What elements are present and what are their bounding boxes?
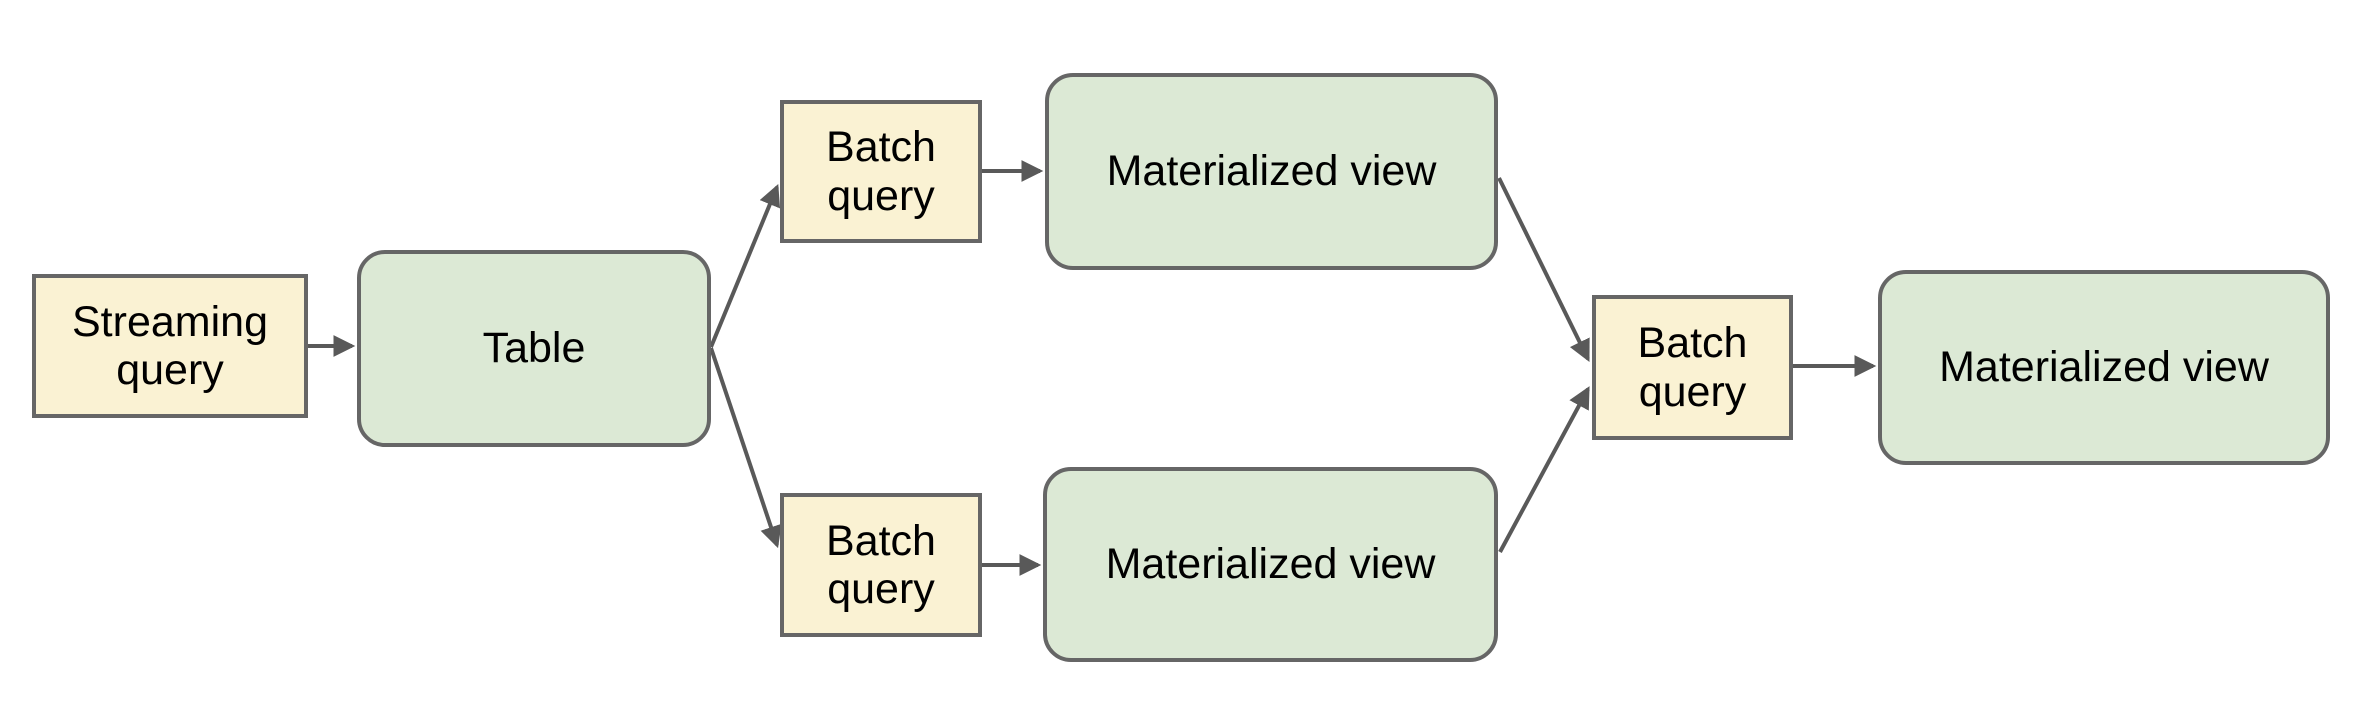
node-batch-query-top: Batch query (780, 100, 982, 243)
node-label: Batch query (826, 516, 936, 613)
node-label: Batch query (1637, 319, 1748, 416)
node-batch-query-bottom: Batch query (780, 493, 982, 637)
node-label: Batch query (826, 123, 936, 220)
node-batch-query-center: Batch query (1592, 295, 1793, 440)
node-label: Materialized view (1105, 540, 1436, 589)
node-label: Streaming query (72, 297, 268, 394)
node-label: Materialized view (1106, 147, 1437, 196)
node-label: Table (482, 324, 586, 373)
node-table: Table (357, 250, 711, 447)
arrow-materialized-view-bottom-to-batch-query-center (1498, 386, 1590, 553)
arrow-table-to-batch-query-bottom (709, 347, 782, 549)
node-label: Materialized view (1939, 343, 2269, 392)
arrow-table-to-batch-query-top (709, 183, 781, 348)
arrow-materialized-view-top-to-batch-query-center (1497, 177, 1590, 362)
node-materialized-view-bottom: Materialized view (1043, 467, 1498, 662)
node-streaming-query: Streaming query (32, 274, 308, 418)
node-materialized-view-right: Materialized view (1878, 270, 2330, 465)
node-materialized-view-top: Materialized view (1045, 73, 1498, 270)
